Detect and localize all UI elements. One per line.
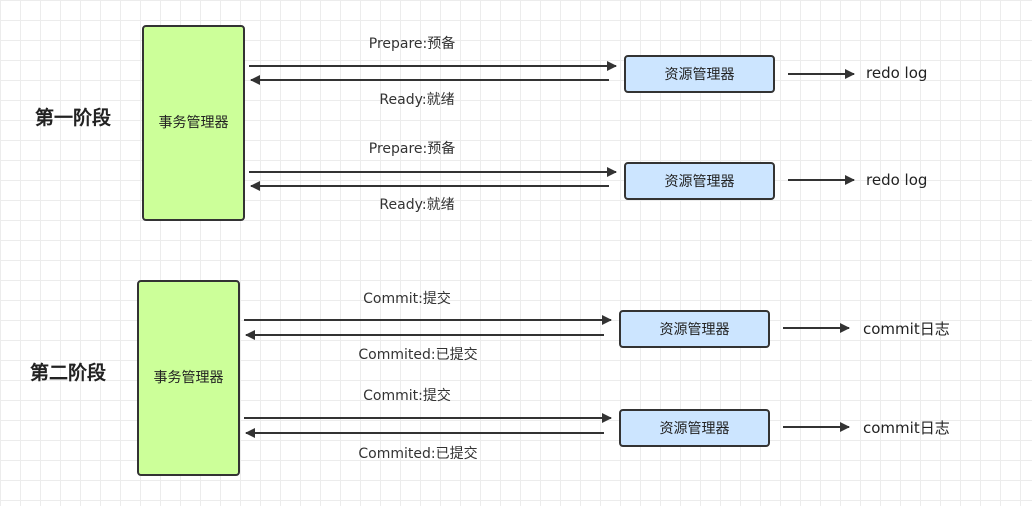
phase1-transaction-manager: 事务管理器 xyxy=(142,25,245,221)
p2-r2-log-label: commit日志 xyxy=(863,419,950,437)
p2-r1-resource-manager: 资源管理器 xyxy=(619,310,770,348)
p1-r1-resource-manager: 资源管理器 xyxy=(624,55,775,93)
p1-r2-resource-manager: 资源管理器 xyxy=(624,162,775,200)
p1-r2-log-label: redo log xyxy=(866,171,928,189)
p2-r2-request-label: Commit:提交 xyxy=(363,388,451,404)
p1-r1-reply-label: Ready:就绪 xyxy=(379,92,455,108)
p1-r1-rm-label: 资源管理器 xyxy=(664,67,735,83)
p2-r2-resource-manager: 资源管理器 xyxy=(619,409,770,447)
phase2-transaction-manager: 事务管理器 xyxy=(137,280,240,476)
p2-r1-log-label: commit日志 xyxy=(863,320,950,338)
phase2-tm-label: 事务管理器 xyxy=(153,369,224,386)
phase2-label: 第二阶段 xyxy=(30,362,107,384)
phase1-tm-label: 事务管理器 xyxy=(158,114,229,131)
phase1-label: 第一阶段 xyxy=(35,107,112,129)
p1-r2-reply-label: Ready:就绪 xyxy=(379,197,455,213)
p2-r1-reply-label: Commited:已提交 xyxy=(358,347,478,363)
p1-r2-rm-label: 资源管理器 xyxy=(664,174,735,190)
p2-r1-rm-label: 资源管理器 xyxy=(659,322,730,338)
p1-r1-request-label: Prepare:预备 xyxy=(368,36,456,52)
p1-r1-log-label: redo log xyxy=(866,64,928,82)
p2-r1-request-label: Commit:提交 xyxy=(363,291,451,307)
p2-r2-rm-label: 资源管理器 xyxy=(659,421,730,437)
p1-r2-request-label: Prepare:预备 xyxy=(368,141,456,157)
p2-r2-reply-label: Commited:已提交 xyxy=(358,446,478,462)
